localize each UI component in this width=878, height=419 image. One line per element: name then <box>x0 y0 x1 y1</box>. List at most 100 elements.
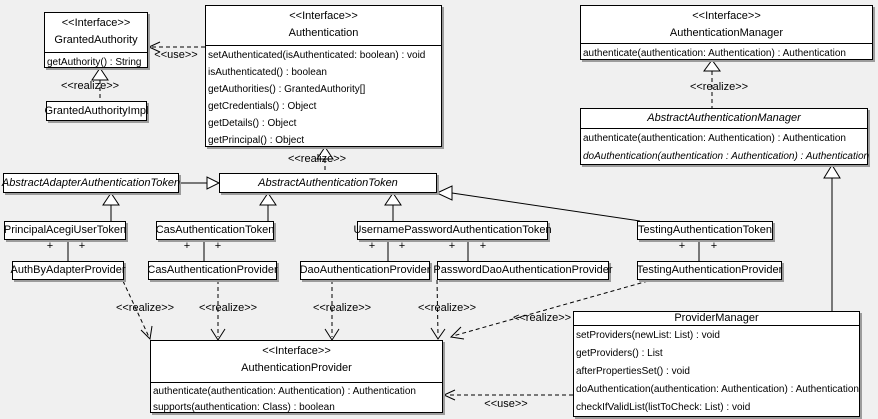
association-plus: + <box>46 240 54 252</box>
association-plus: + <box>214 240 222 252</box>
class-name: TestingAuthenticationProvider <box>636 264 783 276</box>
realize-label: <<realize>> <box>417 302 477 314</box>
realize-label: <<realize>> <box>115 302 175 314</box>
class-authentication: <<Interface>> Authentication setAuthenti… <box>205 5 442 147</box>
class-authentication-manager: <<Interface>> AuthenticationManager auth… <box>580 5 873 60</box>
class-header: <<Interface>> Authentication <box>206 6 441 46</box>
class-header: <<Interface>> AuthenticationManager <box>581 6 872 44</box>
method: getProviders() : List <box>576 348 663 359</box>
method-list: authenticate(authentication: Authenticat… <box>151 383 442 416</box>
realize-label: <<realize>> <box>689 81 749 93</box>
class-name: UsernamePasswordAuthenticationToken <box>353 224 552 236</box>
class-name: GrantedAuthority <box>54 34 138 46</box>
open-arrowhead <box>430 327 446 340</box>
method: getDetails() : Object <box>208 118 297 129</box>
class-abstract-authentication-manager: AbstractAuthenticationManager authentica… <box>580 108 870 165</box>
method: doAuthentication(authentication : Authen… <box>583 151 870 162</box>
class-principal-acegi-user-token: PrincipalAcegiUserToken <box>4 221 126 240</box>
triangle-arrowhead <box>823 164 841 179</box>
class-abstract-authentication-token: AbstractAuthenticationToken <box>219 173 437 193</box>
open-arrowhead <box>140 325 153 341</box>
class-username-password-authentication-token: UsernamePasswordAuthenticationToken <box>353 221 552 240</box>
class-header: AbstractAuthenticationManager <box>581 109 867 129</box>
open-arrowhead <box>210 328 226 341</box>
class-testing-authentication-provider: TestingAuthenticationProvider <box>637 261 782 280</box>
open-arrowhead <box>442 389 456 401</box>
triangle-arrowhead <box>206 176 221 190</box>
method: afterPropertiesSet() : void <box>576 366 690 377</box>
method: checkIfValidList(listToCheck: List) : vo… <box>576 402 751 413</box>
method: setAuthenticated(isAuthenticated: boolea… <box>208 50 426 61</box>
association-plus: + <box>78 240 86 252</box>
class-abstract-adapter-authentication-token: AbstractAdapterAuthenticationToken <box>1 173 181 193</box>
class-granted-authority-impl: GrantedAuthorityImpl <box>44 101 149 121</box>
triangle-arrowhead <box>259 192 277 206</box>
class-password-dao-authentication-provider: PasswordDaoAuthenticationProvider <box>433 261 613 280</box>
class-testing-authentication-token: TestingAuthenticationToken <box>637 221 773 240</box>
association-lines <box>67 240 700 261</box>
class-granted-authority: <<Interface>> GrantedAuthority getAuthor… <box>44 12 148 68</box>
triangle-arrowhead <box>435 185 453 201</box>
stereotype-label: <<Interface>> <box>61 17 131 29</box>
association-plus: + <box>368 240 376 252</box>
class-provider-manager: ProviderManager setProviders(newList: Li… <box>573 311 860 417</box>
stereotype-label: <<Interface>> <box>262 345 331 357</box>
association-plus: + <box>678 240 686 252</box>
association-plus: + <box>183 240 191 252</box>
method: getCredentials() : Object <box>208 101 317 112</box>
stereotype-label: <<Interface>> <box>289 10 358 22</box>
class-name: DaoAuthenticationProvider <box>299 264 431 276</box>
class-name: Authentication <box>288 27 359 39</box>
method: doAuthentication(authentication: Authent… <box>576 384 859 395</box>
class-name: AuthByAdapterProvider <box>10 264 126 276</box>
class-name: TestingAuthenticationToken <box>638 224 772 236</box>
method: authenticate(authentication: Authenticat… <box>583 133 846 144</box>
class-name: PasswordDaoAuthenticationProvider <box>433 264 613 276</box>
generalization-line <box>451 192 641 222</box>
method: isAuthenticated() : boolean <box>208 67 327 78</box>
method: getAuthorities() : GrantedAuthority[] <box>208 84 366 95</box>
method: getAuthority() : String <box>47 57 142 68</box>
method-list: setAuthenticated(isAuthenticated: boolea… <box>206 46 441 149</box>
class-name: AbstractAdapterAuthenticationToken <box>1 176 181 189</box>
method: authenticate(authentication: Authenticat… <box>153 386 416 397</box>
method-list: getAuthority() : String <box>45 53 147 71</box>
use-label: <<use>> <box>154 49 198 61</box>
class-cas-authentication-provider: CasAuthenticationProvider <box>147 261 278 280</box>
class-header: <<Interface>> AuthenticationProvider <box>151 341 442 383</box>
open-arrowhead <box>449 326 465 340</box>
open-arrowhead <box>324 328 340 341</box>
class-authentication-provider: <<Interface>> AuthenticationProvider aut… <box>150 340 443 413</box>
class-name: ProviderManager <box>674 312 759 324</box>
class-name: CasAuthenticationProvider <box>147 264 278 276</box>
class-name: AbstractAuthenticationManager <box>647 112 801 124</box>
method: setProviders(newList: List) : void <box>576 330 720 341</box>
class-cas-authentication-token: CasAuthenticationToken <box>156 221 274 240</box>
method: supports(authentication: Class) : boolea… <box>153 402 335 413</box>
realize-label: <<realize>> <box>198 302 258 314</box>
class-dao-authentication-provider: DaoAuthenticationProvider <box>300 261 430 280</box>
use-label: <<use>> <box>484 398 528 410</box>
realize-label: <<realize>> <box>512 312 572 324</box>
association-plus: + <box>448 240 456 252</box>
realize-label: <<realize>> <box>287 153 347 165</box>
class-name: GrantedAuthorityImpl <box>44 104 149 117</box>
method: getPrincipal() : Object <box>208 135 305 146</box>
association-plus: + <box>710 240 718 252</box>
class-name: AuthenticationManager <box>669 27 784 39</box>
method-list: setProviders(newList: List) : void getPr… <box>574 326 859 417</box>
method-list: authenticate(authentication: Authenticat… <box>581 44 872 63</box>
class-header: ProviderManager <box>574 312 859 326</box>
triangle-arrowhead <box>102 192 120 206</box>
method: authenticate(authentication: Authenticat… <box>583 48 846 59</box>
stereotype-label: <<Interface>> <box>692 10 761 22</box>
class-auth-by-adapter-provider: AuthByAdapterProvider <box>10 261 126 280</box>
class-name: CasAuthenticationToken <box>155 224 275 236</box>
association-plus: + <box>479 240 487 252</box>
class-header: <<Interface>> GrantedAuthority <box>45 13 147 53</box>
realize-label: <<realize>> <box>60 80 120 92</box>
class-name: AbstractAuthenticationToken <box>258 176 398 189</box>
class-name: AuthenticationProvider <box>241 362 352 374</box>
realize-label: <<realize>> <box>312 302 372 314</box>
